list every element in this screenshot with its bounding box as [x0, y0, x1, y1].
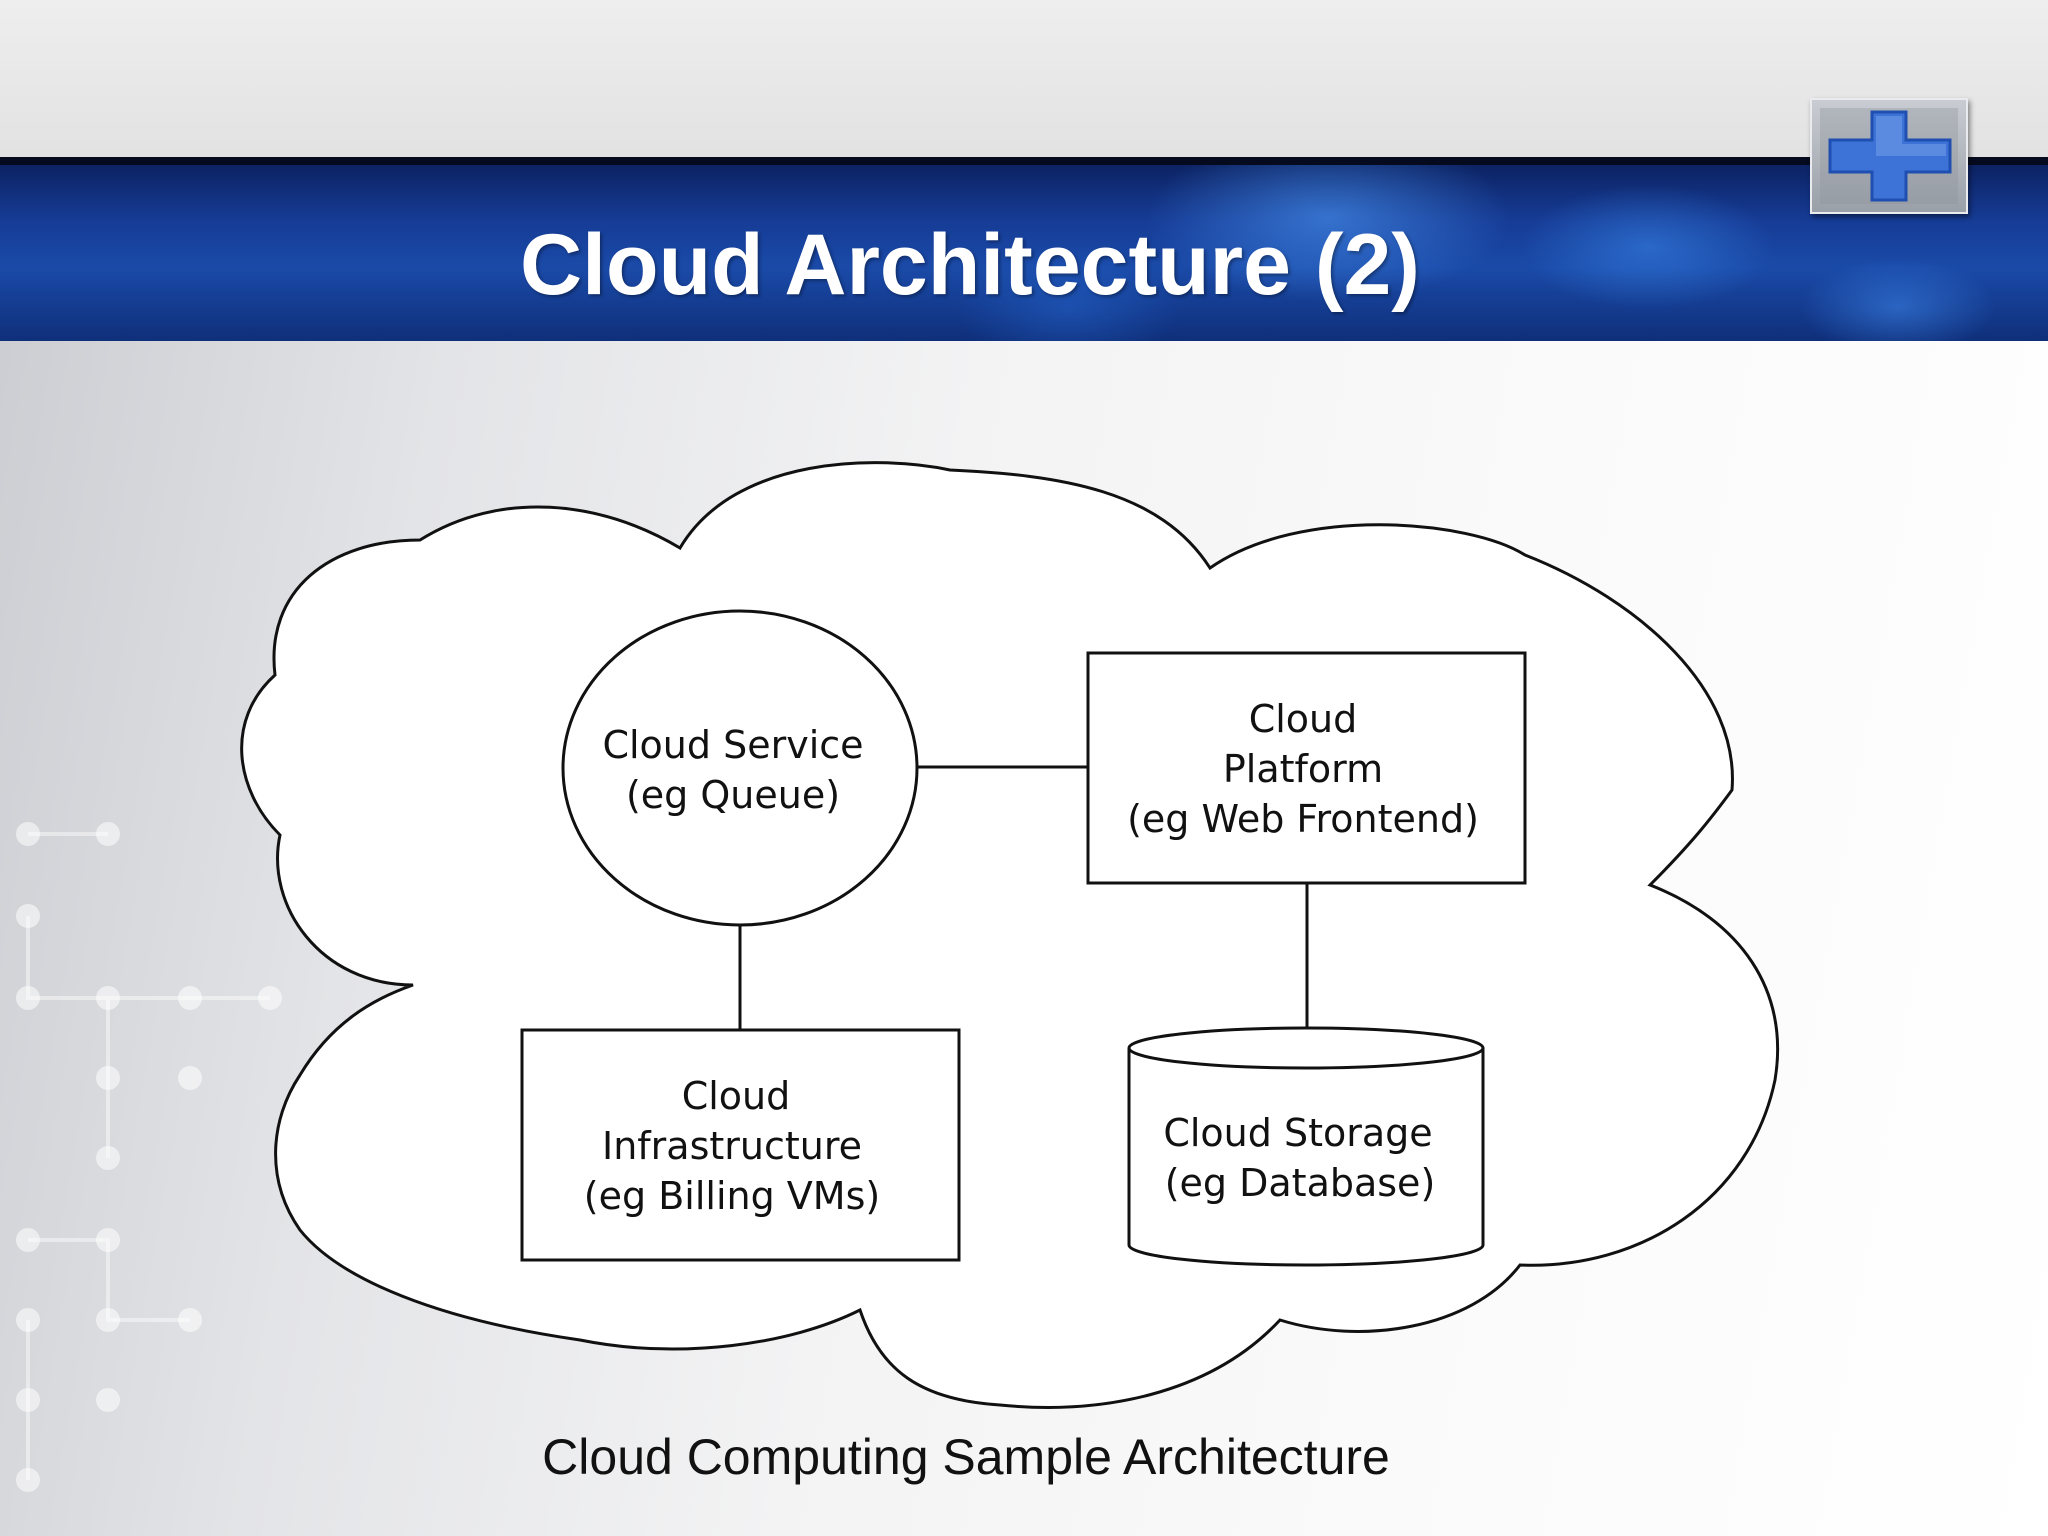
node-label-line: Infrastructure	[602, 1124, 862, 1168]
node-label-line: Cloud Service	[602, 723, 863, 767]
node-cloud-infrastructure: Cloud Infrastructure (eg Billing VMs)	[520, 1028, 961, 1262]
node-label-line: (eg Billing VMs)	[584, 1174, 880, 1218]
plus-logo	[1810, 98, 1968, 214]
title-banner	[0, 157, 2048, 341]
circuit-dots-decoration	[16, 822, 282, 1492]
plus-icon	[1820, 108, 1958, 204]
node-label-line: Platform	[1223, 747, 1383, 791]
node-cloud-service: Cloud Service (eg Queue)	[561, 609, 919, 927]
node-label-line: (eg Queue)	[626, 773, 840, 817]
node-label-line: Cloud	[682, 1074, 791, 1118]
node-cloud-platform: Cloud Platform (eg Web Frontend)	[1086, 651, 1527, 885]
node-label-line: Cloud	[1249, 697, 1358, 741]
cloud-outline	[240, 461, 1780, 1409]
top-strip	[0, 0, 2048, 157]
banner-edge	[0, 157, 2048, 165]
node-label-line: Cloud Storage	[1163, 1111, 1432, 1155]
node-label-line: (eg Web Frontend)	[1127, 797, 1479, 841]
node-cloud-storage: Cloud Storage (eg Database)	[1127, 1026, 1485, 1267]
slide-title: Cloud Architecture (2)	[520, 217, 1420, 313]
diagram-caption: Cloud Computing Sample Architecture	[542, 1429, 1390, 1485]
node-label-line: (eg Database)	[1165, 1161, 1436, 1205]
